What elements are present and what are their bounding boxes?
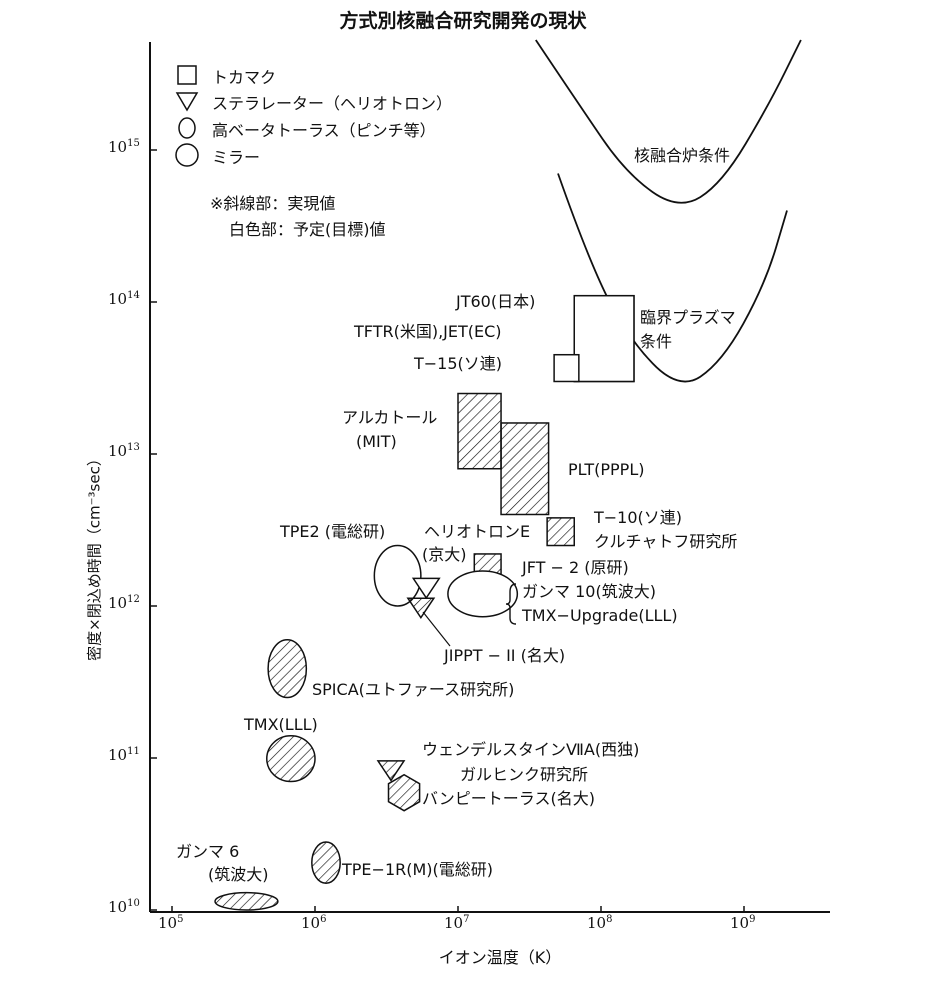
legend-icons bbox=[175, 65, 199, 167]
y-tick-label: 1013 bbox=[108, 442, 140, 460]
y-tick-label: 1015 bbox=[108, 138, 140, 156]
critical-condition-label-line2: 条件 bbox=[640, 332, 673, 351]
fusion-condition-label: 核融合炉条件 bbox=[634, 146, 731, 165]
x-tick-label: 109 bbox=[730, 914, 756, 932]
device-mark-12-mirror bbox=[266, 735, 316, 783]
critical-plasma-curve bbox=[557, 173, 788, 383]
device-mark-10-mirror bbox=[447, 570, 519, 618]
device-mark-1-tokamak bbox=[573, 294, 635, 383]
device-marks bbox=[214, 294, 635, 911]
y-tick-label: 1012 bbox=[108, 594, 140, 612]
legend-note-hatched: ※斜線部：実現値 bbox=[210, 194, 336, 213]
brace bbox=[505, 583, 517, 625]
label-tftr-jet: TFTR(米国),JET(EC) bbox=[354, 322, 502, 341]
legend-label: トカマク bbox=[212, 68, 277, 87]
device-mark-5-tokamak bbox=[546, 517, 575, 547]
label-t10-line1: T−10(ソ連) bbox=[594, 508, 683, 527]
y-tick-label: 1011 bbox=[108, 746, 140, 764]
label-tmx: TMX(LLL) bbox=[244, 715, 318, 734]
device-mark-16-mirror bbox=[214, 891, 279, 911]
y-tick-label: 1010 bbox=[108, 898, 140, 916]
label-heliotron-line1: ヘリオトロンE bbox=[424, 522, 531, 541]
label-garching: ガルヒンク研究所 bbox=[460, 765, 589, 784]
x-tick-label: 108 bbox=[587, 914, 613, 932]
condition-curves bbox=[535, 39, 802, 383]
label-alcator-line2: (MIT) bbox=[356, 432, 397, 451]
device-mark-4-tokamak bbox=[500, 422, 550, 516]
label-spica: SPICA(ユトファース研究所) bbox=[312, 680, 515, 699]
label-jt60: JT60(日本) bbox=[456, 292, 536, 311]
device-mark-13-stellarator bbox=[376, 760, 406, 782]
label-heliotron-line2: (京大) bbox=[422, 545, 467, 564]
label-bumpy-torus: バンピートーラス(名大) bbox=[422, 789, 595, 808]
label-wendelstein: ウェンデルスタインⅦA(西独) bbox=[422, 740, 640, 759]
label-t10-line2: クルチャトフ研究所 bbox=[594, 532, 738, 551]
legend-note-white: 白色部：予定(目標)値 bbox=[229, 220, 386, 239]
label-jft2: JFT − 2 (原研) bbox=[522, 558, 629, 577]
x-tick-label: 106 bbox=[301, 914, 327, 932]
device-mark-14-stellarator bbox=[387, 773, 421, 812]
x-tick-label: 105 bbox=[158, 914, 184, 932]
y-axis-label: 密度×閉込め時間（cm⁻³sec） bbox=[85, 451, 104, 661]
jippt-pointer bbox=[422, 611, 451, 647]
y-tick-label: 1014 bbox=[108, 290, 140, 308]
label-jippt: JIPPT − II (名大) bbox=[444, 646, 566, 665]
device-mark-3-tokamak bbox=[457, 392, 502, 470]
device-mark-15-high-beta bbox=[311, 841, 341, 884]
legend-ellipse-icon bbox=[178, 117, 196, 139]
label-gamma10: ガンマ 10(筑波大) bbox=[522, 582, 656, 601]
critical-condition-label-line1: 臨界プラズマ bbox=[640, 308, 736, 327]
label-t15: T−15(ソ連) bbox=[414, 354, 503, 373]
fusion-condition-curve bbox=[535, 39, 802, 204]
legend-triangle-icon bbox=[175, 92, 199, 112]
label-tmx-upgrade: TMX−Upgrade(LLL) bbox=[522, 606, 678, 625]
legend-label: ミラー bbox=[212, 148, 261, 167]
device-mark-9-stellarator bbox=[406, 597, 436, 620]
device-mark-7-high-beta bbox=[373, 544, 422, 607]
axes bbox=[149, 42, 830, 913]
device-mark-8-stellarator bbox=[411, 577, 441, 600]
x-axis-label: イオン温度（K） bbox=[438, 948, 562, 967]
legend-label: 高ベータトーラス（ピンチ等） bbox=[212, 121, 436, 140]
label-gamma6-line2: (筑波大) bbox=[208, 865, 269, 884]
device-mark-11-high-beta bbox=[267, 638, 308, 699]
label-tpe1r: TPE−1R(M)(電総研) bbox=[342, 860, 494, 879]
chart-title: 方式別核融合研究開発の現状 bbox=[339, 10, 587, 32]
label-tpe2: TPE2 (電総研) bbox=[280, 522, 386, 541]
label-plt: PLT(PPPL) bbox=[568, 460, 645, 479]
device-mark-2-tokamak bbox=[553, 353, 580, 383]
legend-circle-icon bbox=[175, 143, 199, 167]
legend-square-icon bbox=[177, 65, 197, 85]
label-alcator-line1: アルカトール bbox=[342, 408, 438, 427]
label-gamma6-line1: ガンマ 6 bbox=[176, 842, 240, 861]
x-tick-label: 107 bbox=[444, 914, 470, 932]
legend-label: ステラレーター（ヘリオトロン） bbox=[212, 94, 453, 113]
